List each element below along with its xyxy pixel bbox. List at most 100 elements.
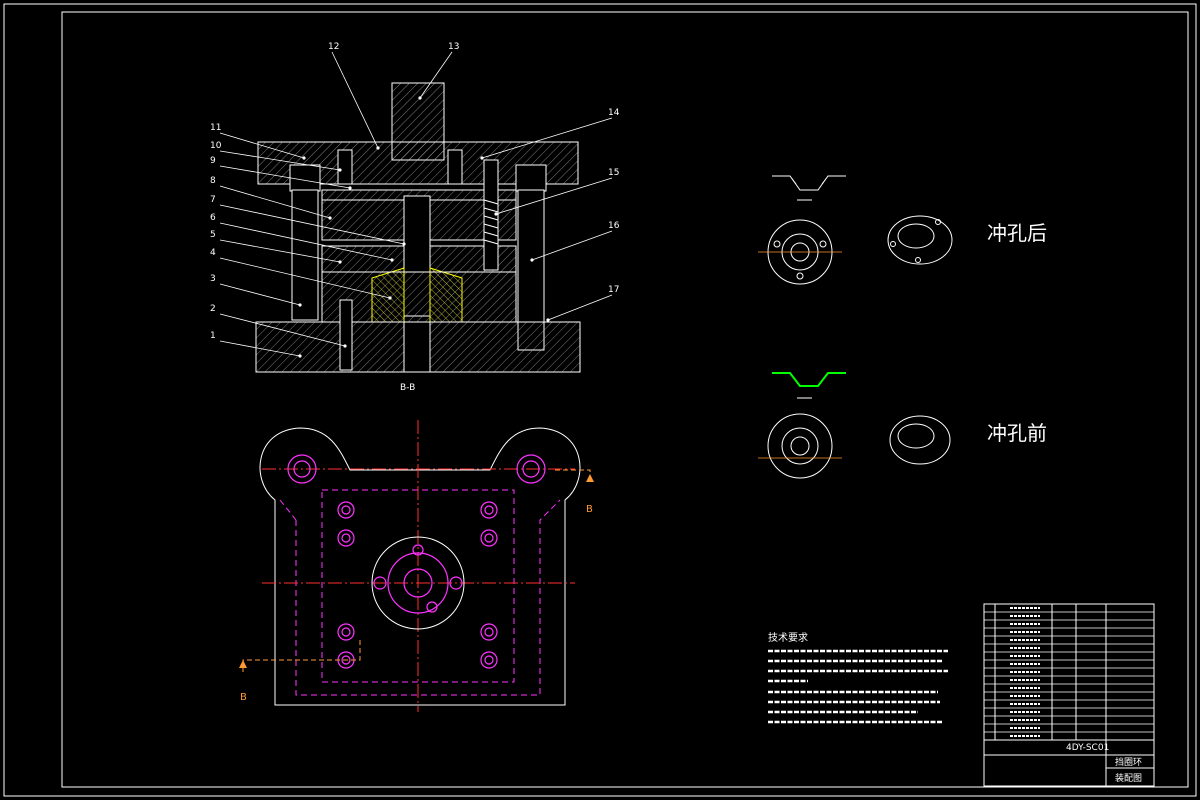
leader-line-15 xyxy=(495,177,613,215)
plan-inner-dashed xyxy=(279,499,561,696)
before-top-inner xyxy=(790,436,810,456)
part-label-5: 5 xyxy=(210,230,216,240)
before-iso-inner xyxy=(897,423,935,449)
leader-line-10 xyxy=(219,150,341,171)
part-label-8: 8 xyxy=(210,176,216,186)
title-block: 4DY-SC01 挡圈环 装配图 xyxy=(983,603,1155,787)
guide-hole-left-inner xyxy=(293,460,311,478)
part-label-9: 9 xyxy=(210,156,216,166)
guide-bush-right xyxy=(515,164,547,192)
section-arrow-bottom xyxy=(239,660,247,668)
die-bolt-4 xyxy=(426,601,438,613)
after-hole-2 xyxy=(819,240,827,248)
part-label-12: 12 xyxy=(328,42,339,52)
screw-hole-3 xyxy=(480,501,498,519)
screw-hole-inner-8 xyxy=(484,655,494,665)
leader-line-8 xyxy=(219,185,331,219)
screw-hole-2 xyxy=(337,529,355,547)
after-iso-outer xyxy=(887,215,953,265)
plan-outline xyxy=(259,427,581,706)
leader-dot-4 xyxy=(388,296,392,300)
part-name: 挡圈环 xyxy=(1115,756,1142,768)
part-label-14: 14 xyxy=(608,108,620,118)
leader-dot-9 xyxy=(348,186,352,190)
guide-hole-left xyxy=(287,454,317,484)
screw-hole-inner-5 xyxy=(341,627,351,637)
part-label-1: 1 xyxy=(210,331,216,341)
part-label-17: 17 xyxy=(608,285,619,295)
leader-line-3 xyxy=(219,283,301,306)
part-label-3: 3 xyxy=(210,274,216,284)
screw-hole-inner-1 xyxy=(341,505,351,515)
upper-bolt-pocket xyxy=(337,149,353,185)
leader-dot-12 xyxy=(376,146,380,150)
drawing-number: 4DY-SC01 xyxy=(1066,743,1109,753)
leader-line-2 xyxy=(219,313,346,347)
die-ring-inner xyxy=(403,568,433,598)
part-label-13: 13 xyxy=(448,42,459,52)
leader-line-9 xyxy=(219,165,351,189)
part-label-10: 10 xyxy=(210,141,222,151)
die-ring-outer xyxy=(371,536,465,630)
parts-list-rows xyxy=(984,607,1154,741)
after-hole-3 xyxy=(796,272,804,280)
part-before-views: 冲孔前 xyxy=(758,372,1047,479)
die-bolt-2 xyxy=(449,576,463,590)
screw-hole-5 xyxy=(337,623,355,641)
lower-bolt xyxy=(339,299,353,371)
part-label-15: 15 xyxy=(608,168,619,178)
before-iso-outer xyxy=(889,415,951,465)
title-block-frame xyxy=(983,603,1155,787)
part-label-6: 6 xyxy=(210,213,216,223)
spring-coils xyxy=(483,199,499,245)
die-plate xyxy=(321,271,517,323)
part-label-16: 16 xyxy=(608,221,620,231)
leader-dot-14 xyxy=(480,156,484,160)
title-after-punching: 冲孔后 xyxy=(987,221,1047,245)
leader-dot-13 xyxy=(418,96,422,100)
guide-bush-left xyxy=(289,164,321,192)
leader-dot-17 xyxy=(546,318,550,322)
leader-line-11 xyxy=(219,132,305,159)
screw-hole-inner-7 xyxy=(484,627,494,637)
leader-dot-1 xyxy=(298,354,302,358)
part-after-views: 冲孔后 xyxy=(758,175,1047,285)
section-label: B-B xyxy=(400,383,415,393)
drawing-type: 装配图 xyxy=(1115,772,1142,784)
after-iso-hole-2 xyxy=(935,219,941,225)
part-label-11: 11 xyxy=(210,123,221,133)
part-label-7: 7 xyxy=(210,195,216,205)
leader-line-16 xyxy=(531,230,613,261)
die-bolt-3 xyxy=(412,544,424,556)
leader-dot-7 xyxy=(402,242,406,246)
section-arrow-top xyxy=(586,474,594,482)
leader-line-14 xyxy=(481,117,613,159)
leader-dot-5 xyxy=(338,260,342,264)
after-hole-1 xyxy=(773,240,781,248)
section-marker-top: B xyxy=(586,504,593,515)
ejector-slot xyxy=(403,321,431,373)
guide-hole-right-inner xyxy=(522,460,540,478)
screw-hole-inner-2 xyxy=(341,533,351,543)
title-before-punching: 冲孔前 xyxy=(987,421,1047,445)
after-iso-hole-1 xyxy=(890,241,896,247)
after-iso-hole-3 xyxy=(915,257,921,263)
screw-hole-7 xyxy=(480,623,498,641)
outer-frame xyxy=(3,3,1197,797)
screw-hole-inner-4 xyxy=(484,533,494,543)
leader-line-13 xyxy=(419,51,453,99)
leader-dot-2 xyxy=(343,344,347,348)
leader-dot-6 xyxy=(390,258,394,262)
before-top-outer xyxy=(767,413,833,479)
screw-holes xyxy=(337,501,498,669)
leader-line-7 xyxy=(219,204,405,245)
guide-hole-right xyxy=(516,454,546,484)
screw-hole-inner-6 xyxy=(341,655,351,665)
leader-line-1 xyxy=(219,340,301,357)
leader-dot-11 xyxy=(302,156,306,160)
upper-bolt-pocket-2 xyxy=(447,149,463,185)
part-label-2: 2 xyxy=(210,304,216,314)
after-profile xyxy=(772,175,846,191)
